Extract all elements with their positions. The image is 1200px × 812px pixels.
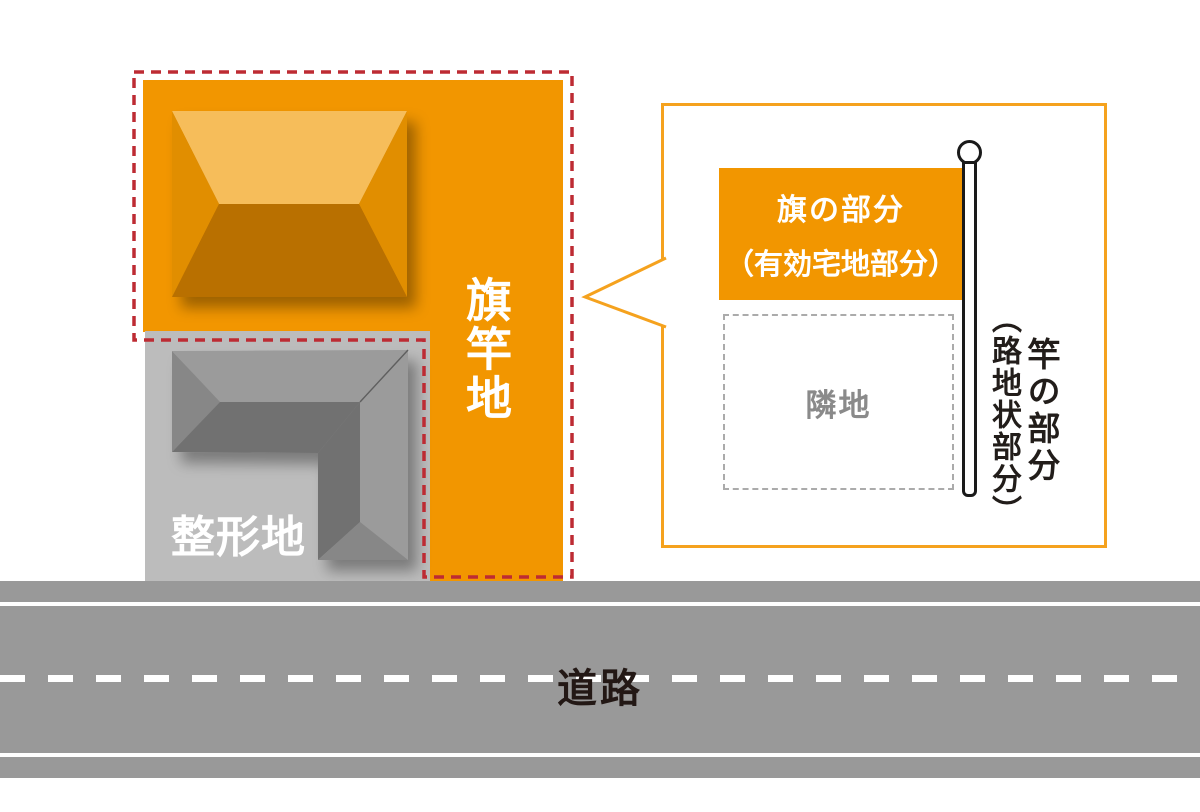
gray-roof-tip-face (318, 522, 408, 560)
gray-house-roof (172, 349, 409, 560)
flag-section-area: 旗の部分 （有効宅地部分） (719, 168, 963, 300)
road-shoulder-bottom (0, 757, 1200, 778)
orange-house-roof (172, 111, 407, 297)
pole-section-label: 竿の部分 (1023, 337, 1060, 485)
gray-roof-top-face (172, 350, 408, 402)
road-label: 道路 (557, 667, 643, 711)
road-centerline-dashes (0, 675, 1200, 682)
gray-roof-south-face (172, 402, 360, 453)
road-shoulder-top (0, 581, 1200, 602)
neighbor-lot-area: 隣地 (723, 314, 954, 490)
flag-lot-dashed-boundary (132, 70, 574, 579)
flag-section-label-line2: （有効宅地部分） (724, 249, 957, 281)
flagpole-shaft-icon (962, 161, 977, 497)
orange-roof-top-face (172, 111, 407, 204)
gray-roof-left-face (172, 351, 220, 452)
gray-roof-east-face (360, 350, 408, 560)
flag-lot-label: 旗竿地 (460, 276, 512, 423)
regular-lot-label: 整形地 (171, 513, 306, 562)
orange-roof-bottom-face (172, 204, 407, 297)
orange-roof-right-face (359, 111, 407, 297)
neighbor-lot-label: 隣地 (805, 387, 872, 423)
callout-pointer (581, 256, 667, 329)
gray-roof-hip-line (359, 349, 409, 403)
pole-section-sublabel: （路地状部分） (987, 303, 1020, 527)
flag-section-label-line1: 旗の部分 (777, 194, 905, 227)
orange-roof-left-face (172, 111, 219, 297)
gray-roof-west-face (318, 402, 360, 560)
